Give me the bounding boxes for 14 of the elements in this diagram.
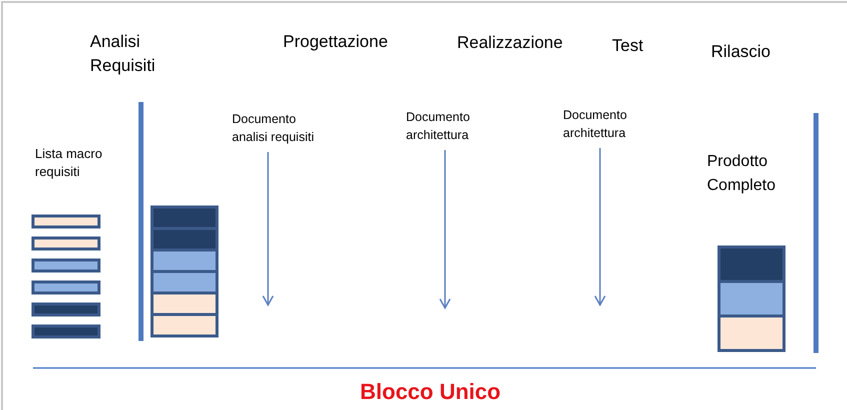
document-label: Documento analisi requisiti: [232, 110, 332, 146]
arrow: [594, 148, 606, 306]
document-label: Documento architettura: [406, 108, 506, 144]
phase-heading: Rilascio: [711, 41, 771, 63]
arrow: [439, 150, 451, 309]
arrow: [262, 152, 274, 306]
phase-heading: Progettazione: [283, 31, 388, 53]
list-caption: Lista macro requisiti: [35, 145, 104, 181]
phase-heading: Analisi Requisiti: [90, 31, 156, 77]
footer-title: Blocco Unico: [360, 380, 502, 404]
phase-heading: Realizzazione: [457, 32, 563, 54]
phase-heading: Test: [612, 35, 644, 57]
document-label: Documento architettura: [563, 106, 663, 142]
deliverable-caption: Prodotto Completo: [707, 152, 776, 196]
